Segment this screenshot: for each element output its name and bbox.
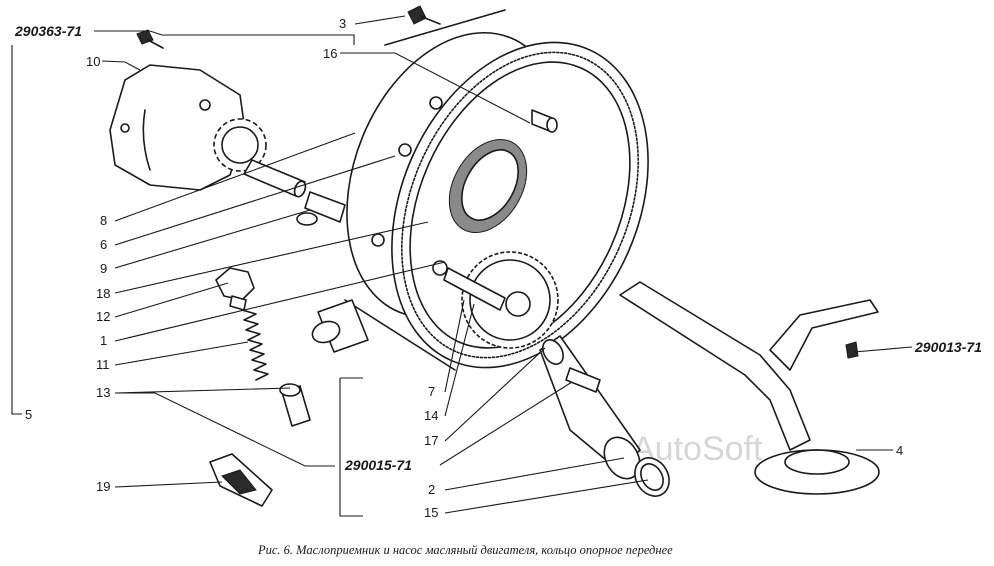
label-15: 15 [424, 505, 438, 520]
label-7: 7 [428, 384, 435, 399]
label-16: 16 [323, 46, 337, 61]
intermediate-shaft [296, 191, 346, 226]
part-numbers: 3 16 10 8 6 9 18 12 1 11 13 5 19 7 14 17… [25, 16, 903, 520]
label-6: 6 [100, 237, 107, 252]
label-18: 18 [96, 286, 110, 301]
label-4: 4 [896, 443, 903, 458]
label-14: 14 [424, 408, 438, 423]
kit-code-receiver: 290013-71 [914, 339, 982, 355]
label-13: 13 [96, 385, 110, 400]
label-12: 12 [96, 309, 110, 324]
pump-body [311, 299, 369, 353]
leader-lines [11, 15, 913, 517]
oil-receiver-pipe [539, 335, 641, 480]
kit-code-repair: 290015-71 [344, 457, 412, 473]
gasket [209, 453, 273, 507]
oil-receiver-assembly [619, 281, 880, 495]
kit-code-pump: 290363-71 [14, 23, 82, 39]
dowel-pin [531, 109, 558, 133]
label-5: 5 [25, 407, 32, 422]
label-19: 19 [96, 479, 110, 494]
label-3: 3 [339, 16, 346, 31]
figure-caption: Рис. 6. Маслоприемник и насос масляный д… [257, 543, 673, 557]
driven-gear [443, 251, 559, 349]
pump-drive-gear [213, 118, 307, 198]
relief-valve-plunger [279, 383, 311, 427]
label-11: 11 [96, 357, 110, 372]
bolt [565, 367, 601, 393]
label-10: 10 [86, 54, 100, 69]
label-17: 17 [424, 433, 438, 448]
relief-valve-spring [241, 309, 269, 381]
bolt [136, 29, 164, 49]
valve-plug [215, 267, 255, 311]
sealing-ring [634, 457, 670, 497]
label-1: 1 [100, 333, 107, 348]
label-9: 9 [100, 261, 107, 276]
oil-seal [448, 138, 528, 234]
label-2: 2 [428, 482, 435, 497]
bolt [407, 5, 441, 25]
label-8: 8 [100, 213, 107, 228]
